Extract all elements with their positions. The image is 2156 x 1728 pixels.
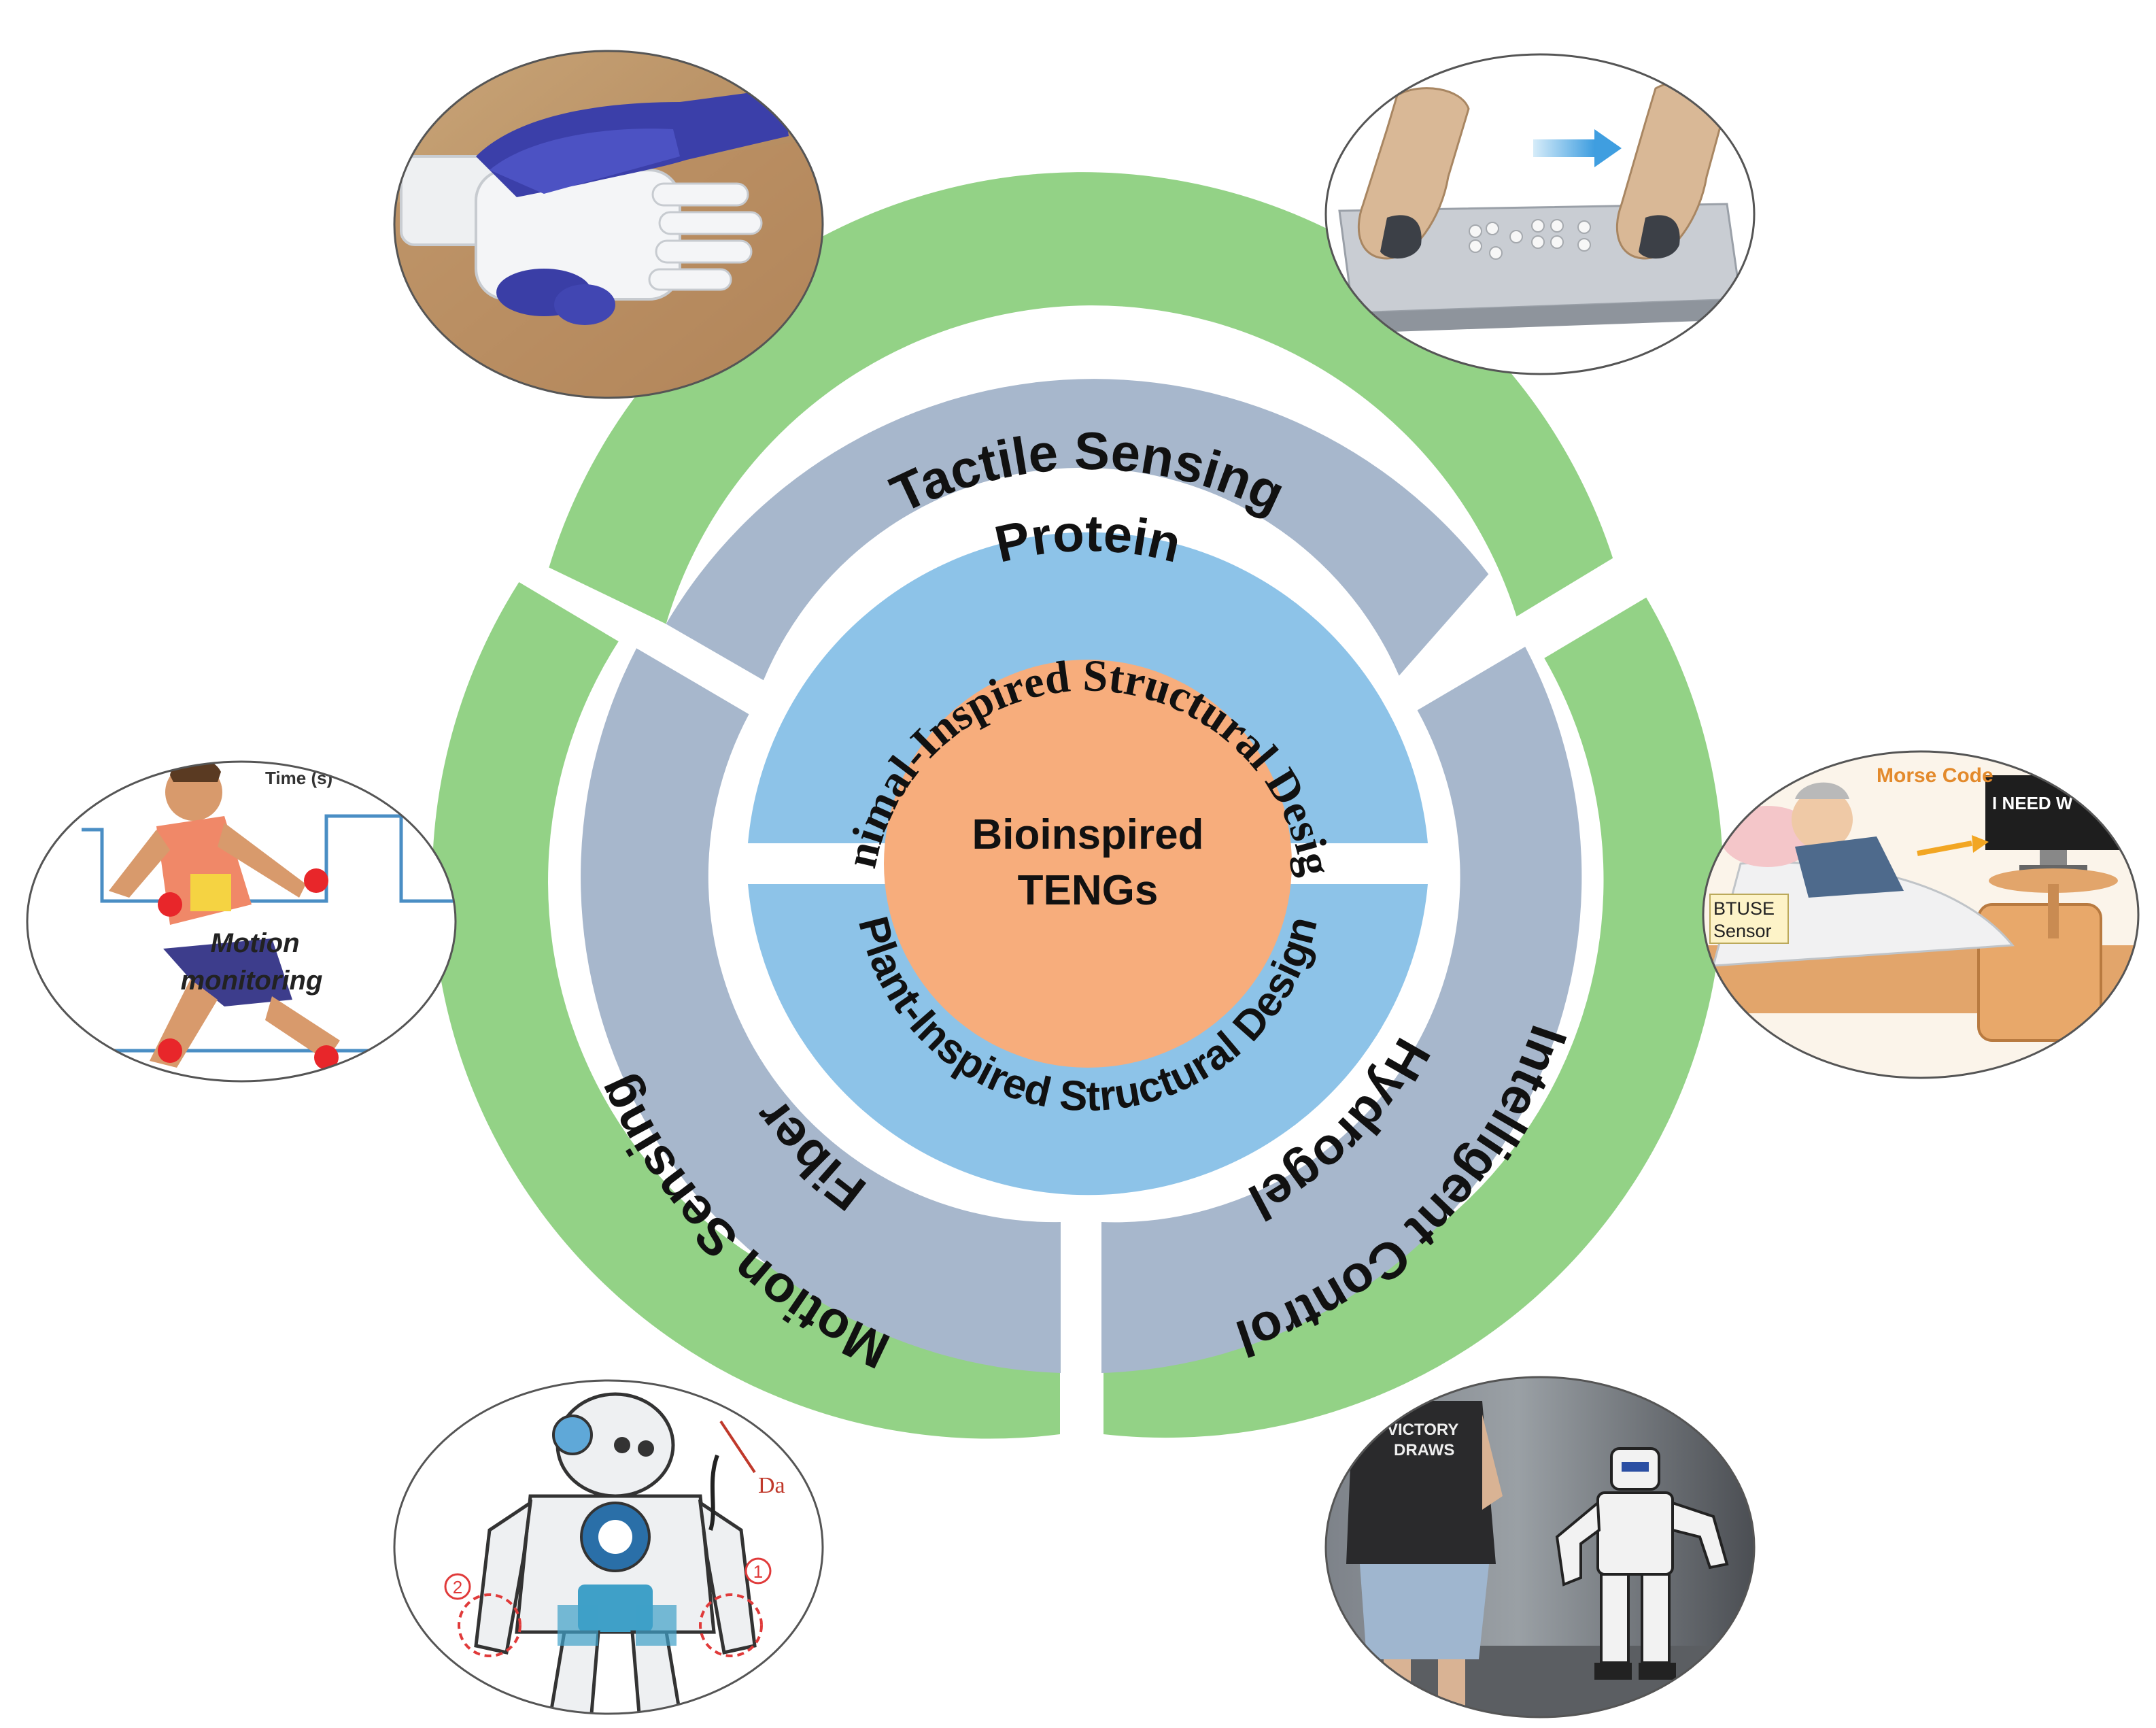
sensor-dots	[158, 868, 339, 1070]
side-table-icon	[1989, 868, 2118, 938]
center-circle	[884, 660, 1292, 1068]
signal-arrow-icon	[1917, 841, 1972, 856]
material-ring	[581, 379, 1582, 1374]
marker-2: 2	[453, 1577, 462, 1597]
right-arrow-icon	[1533, 129, 1622, 167]
signal-trace	[82, 814, 456, 903]
photo-braille-finger	[1324, 53, 1756, 375]
center-title-line1: Bioinspired	[972, 811, 1203, 858]
person-icon: VICTORY DRAWS	[1346, 1401, 1503, 1714]
robot-finger-icon	[1358, 80, 1728, 260]
sensor-label-line2: Sensor	[1713, 921, 1772, 941]
monitor-text: I NEED W	[1992, 793, 2073, 813]
robot-hand-icon	[400, 155, 763, 301]
marker-1: 1	[753, 1561, 763, 1582]
motion-caption-line2: monitoring	[181, 966, 323, 996]
photo-motion-monitoring: Time (s) Motion monitoring	[26, 760, 457, 1083]
photo-humanoid-robot: Da 2 1	[393, 1379, 824, 1715]
morse-code-label: Morse Code	[1877, 764, 1994, 787]
photo-patient-morse: I NEED W Morse Code BTUSE Sensor	[1702, 750, 2140, 1079]
data-arrow-icon	[719, 1420, 756, 1474]
patient-icon	[1792, 782, 1904, 898]
sensor-ring-right	[699, 1593, 763, 1657]
center-title-line2: TENGs	[1018, 867, 1159, 914]
segment-fiber	[581, 648, 1061, 1374]
runner-icon	[109, 762, 340, 1068]
small-humanoid-robot-icon	[1555, 1447, 1729, 1680]
segment-hydrogel	[1101, 647, 1582, 1373]
sensor-label-line1: BTUSE	[1713, 898, 1775, 919]
segment-protein	[666, 379, 1489, 681]
sensor-ring-left	[458, 1593, 521, 1657]
motion-caption-line1: Motion	[210, 928, 299, 958]
time-axis-label: Time (s)	[265, 768, 332, 788]
shirt-text-2: DRAWS	[1394, 1441, 1454, 1459]
humanoid-robot-icon	[474, 1392, 757, 1714]
data-label: Da	[758, 1473, 785, 1498]
segment-motion-sensing	[432, 582, 1060, 1439]
gloved-hand-icon	[476, 88, 789, 325]
segment-intelligent-control	[1103, 597, 1724, 1438]
shirt-text-1: VICTORY	[1387, 1421, 1458, 1439]
photo-person-robot: VICTORY DRAWS	[1324, 1376, 1756, 1718]
sensor-tag	[1709, 894, 1789, 944]
photo-robot-handshake	[393, 50, 824, 399]
